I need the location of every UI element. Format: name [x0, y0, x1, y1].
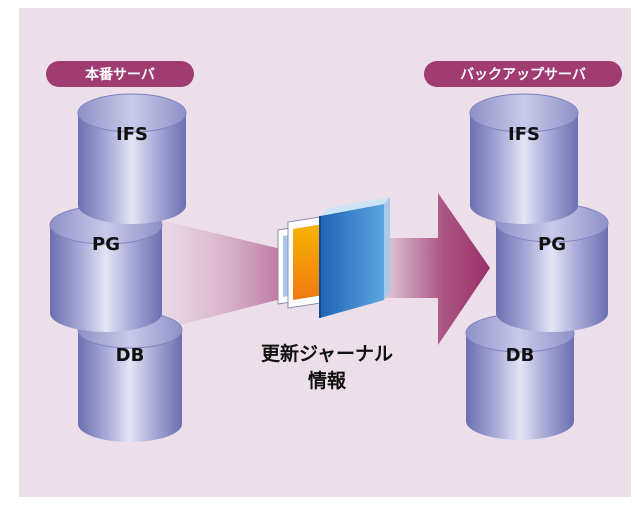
backup-server-label: バックアップサーバ [424, 61, 622, 87]
svg-text:DB: DB [506, 345, 535, 366]
production-server-label: 本番サーバ [46, 61, 194, 87]
production-ifs-cylinder: IFS [77, 93, 187, 224]
svg-text:IFS: IFS [508, 124, 540, 145]
production-pg-cylinder: PG [49, 205, 163, 332]
journal-files-icon [277, 197, 390, 318]
svg-text:IFS: IFS [116, 124, 148, 145]
journal-label-line2: 情報 [308, 369, 347, 392]
svg-text:バックアップサーバ: バックアップサーバ [460, 67, 586, 83]
replication-arrow [385, 193, 490, 345]
journal-label-line1: 更新ジャーナル [261, 342, 393, 365]
backup-db-cylinder: DB [465, 313, 575, 440]
svg-text:PG: PG [538, 234, 566, 255]
svg-text:DB: DB [116, 345, 145, 366]
svg-text:PG: PG [92, 234, 120, 255]
backup-ifs-cylinder: IFS [469, 93, 579, 224]
journal-funnel [160, 220, 285, 330]
svg-text:本番サーバ: 本番サーバ [85, 66, 155, 83]
